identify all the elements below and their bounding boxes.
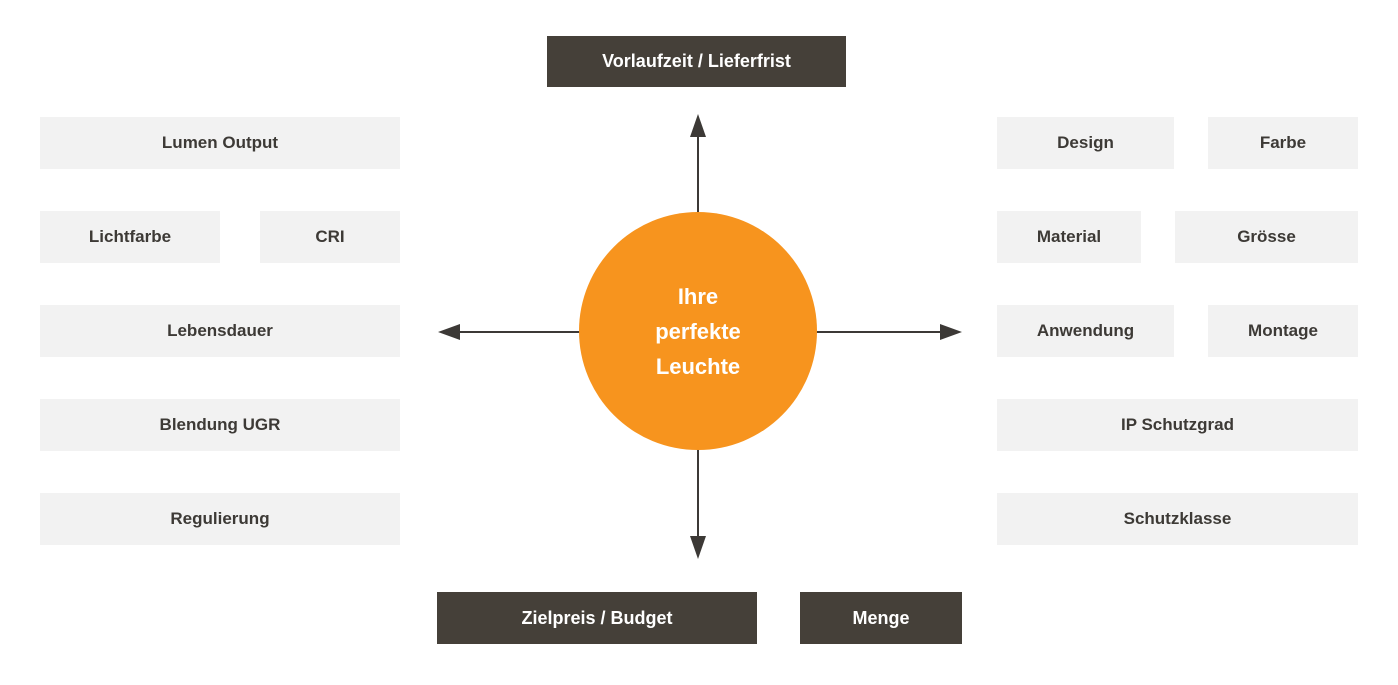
box-menge: Menge <box>800 592 962 644</box>
box-blendung-ugr: Blendung UGR <box>40 399 400 451</box>
box-farbe: Farbe <box>1208 117 1358 169</box>
box-vorlaufzeit-lieferfrist: Vorlaufzeit / Lieferfrist <box>547 36 846 87</box>
box-cri: CRI <box>260 211 400 263</box>
box-schutzklasse: Schutzklasse <box>997 493 1358 545</box>
arrow-right-icon <box>940 324 962 340</box>
box-design: Design <box>997 117 1174 169</box>
box-anwendung: Anwendung <box>997 305 1174 357</box>
box-lichtfarbe: Lichtfarbe <box>40 211 220 263</box>
box-regulierung: Regulierung <box>40 493 400 545</box>
box-zielpreis-budget: Zielpreis / Budget <box>437 592 757 644</box>
box-lumen-output: Lumen Output <box>40 117 400 169</box>
arrow-down-icon <box>690 536 706 559</box>
box-lebensdauer: Lebensdauer <box>40 305 400 357</box>
center-circle: Ihre perfekte Leuchte <box>579 212 817 450</box>
box-groesse: Grösse <box>1175 211 1358 263</box>
box-montage: Montage <box>1208 305 1358 357</box>
box-material: Material <box>997 211 1141 263</box>
box-ip-schutzgrad: IP Schutzgrad <box>997 399 1358 451</box>
